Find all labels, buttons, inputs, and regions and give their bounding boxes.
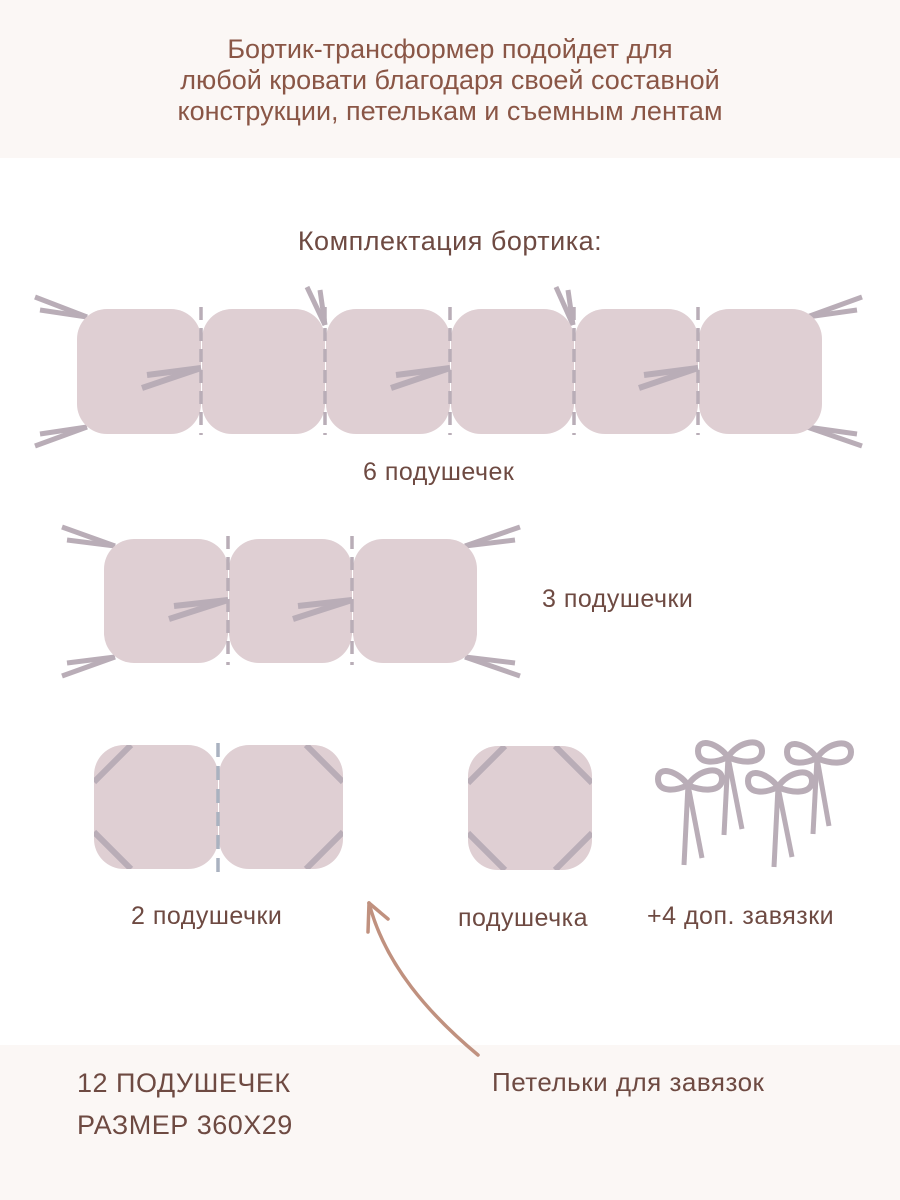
single-pillow-illustration: [468, 746, 592, 870]
header-description: Бортик-трансформер подойдет для любой кр…: [0, 34, 900, 127]
section-title: Комплектация бортика:: [297, 226, 603, 256]
inner-tie-icons: [141, 365, 699, 391]
pillow-row-6: [77, 309, 822, 434]
header-line-2: любой кровати благодаря своей составной: [180, 65, 720, 95]
label-one-pillow: подушечка: [458, 904, 589, 932]
pillow-row-3: [104, 539, 477, 663]
three-pillows-illustration: [61, 524, 521, 679]
label-extra-ties: +4 доп. завязки: [647, 902, 835, 930]
label-six-pillows: 6 подушечек: [363, 458, 515, 486]
label-three-pillows: 3 подушечки: [542, 585, 694, 613]
label-two-pillows: 2 подушечки: [131, 902, 283, 930]
tie-icon: [61, 524, 521, 679]
pillow-count: 12 ПОДУШЕЧЕК: [77, 1068, 291, 1098]
footer-band: [0, 1045, 900, 1200]
footer-summary: 12 ПОДУШЕЧЕК РАЗМЕР 360Х29: [77, 1062, 293, 1146]
size-info: РАЗМЕР 360Х29: [77, 1110, 293, 1140]
two-pillows-illustration: [94, 743, 343, 872]
tie-icon: [34, 285, 863, 449]
inner-tie-icons: [168, 597, 353, 622]
loops-annotation: Петельки для завязок: [492, 1067, 765, 1097]
bow-ties-icon: [654, 739, 855, 868]
arrow-icon: [366, 901, 480, 1057]
header-line-1: Бортик-трансформер подойдет для: [227, 34, 673, 64]
header-band: [0, 0, 900, 158]
six-pillows-illustration: [34, 285, 863, 449]
header-line-3: конструкции, петелькам и съемным лентам: [177, 96, 723, 126]
